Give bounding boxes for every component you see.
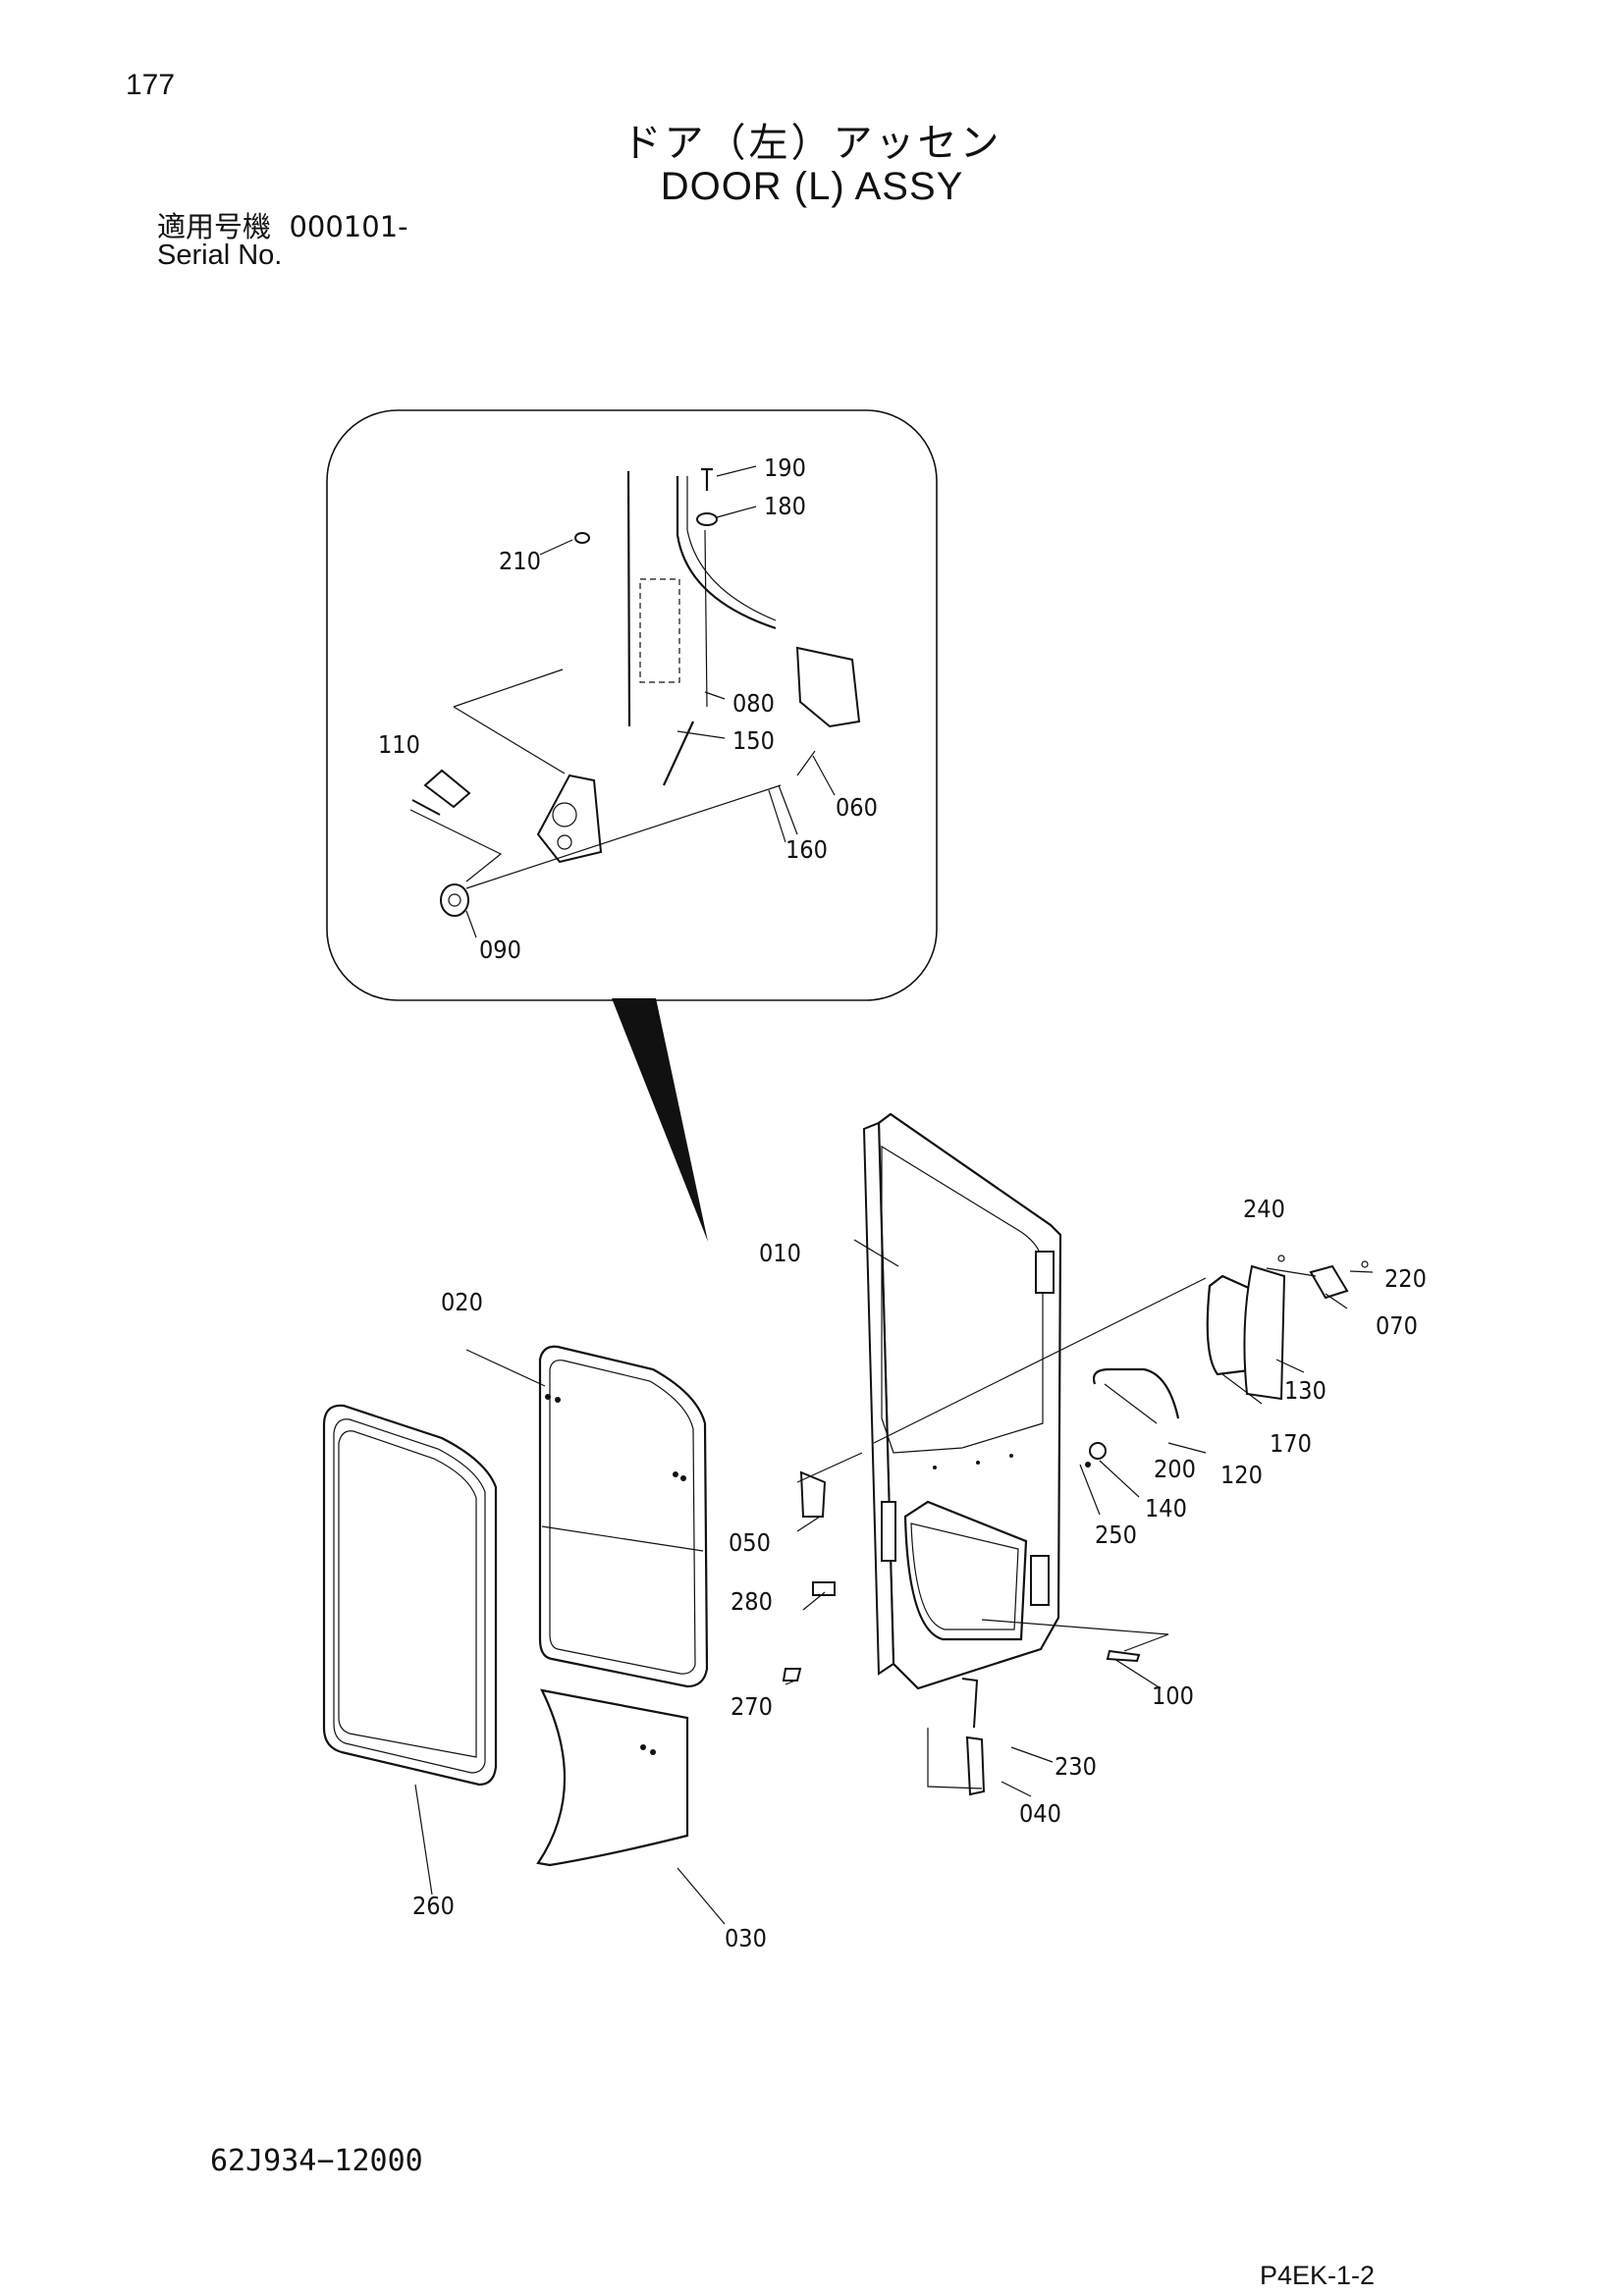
callout-010: 010 [759, 1239, 801, 1267]
serial-label-en: Serial No. [157, 240, 283, 271]
detail-pointer-arrow [612, 998, 708, 1242]
callout-160: 160 [785, 835, 828, 864]
callout-080: 080 [732, 689, 775, 718]
callout-280: 280 [731, 1587, 773, 1616]
callout-220: 220 [1384, 1264, 1427, 1293]
callout-240: 240 [1243, 1195, 1285, 1223]
door-frame [862, 1112, 1062, 1690]
callout-040: 040 [1019, 1799, 1061, 1828]
callout-270: 270 [731, 1692, 773, 1721]
serial-number-line: 適用号機 000101- [157, 204, 408, 245]
callout-070: 070 [1376, 1311, 1418, 1340]
callout-250: 250 [1095, 1521, 1137, 1549]
glass-panel [538, 1345, 709, 1688]
callout-190: 190 [764, 454, 806, 482]
callout-090: 090 [479, 935, 521, 964]
callout-060: 060 [836, 793, 878, 822]
page-number: 177 [126, 69, 176, 101]
title-japanese: ドア（左）アッセン [622, 121, 1002, 166]
main-leader-lines [414, 1239, 1374, 1925]
callout-030: 030 [725, 1924, 767, 1952]
callout-130: 130 [1284, 1376, 1326, 1405]
title-english: DOOR (L) ASSY [660, 165, 964, 208]
callout-120: 120 [1220, 1461, 1263, 1489]
serial-value: 000101- [289, 210, 408, 243]
callout-180: 180 [764, 492, 806, 520]
callout-150: 150 [732, 726, 775, 755]
callout-020: 020 [441, 1288, 483, 1316]
page-reference: P4EK-1-2 [1259, 2261, 1375, 2290]
callout-100: 100 [1152, 1682, 1194, 1710]
callout-050: 050 [729, 1528, 771, 1557]
detail-inset [326, 409, 938, 1242]
callout-110: 110 [378, 730, 420, 759]
serial-label-jp: 適用号機 [157, 210, 272, 243]
callout-170: 170 [1270, 1429, 1312, 1458]
window-seal [322, 1404, 498, 1787]
document-number: 62J934−12000 [210, 2144, 423, 2178]
lower-trim-panel [536, 1688, 689, 1867]
latch-assembly [536, 774, 603, 864]
callout-140: 140 [1145, 1494, 1187, 1522]
callout-200: 200 [1154, 1455, 1196, 1483]
right-side-parts [782, 1255, 1369, 1796]
callout-210: 210 [499, 547, 541, 575]
callout-230: 230 [1055, 1752, 1097, 1781]
callout-260: 260 [412, 1892, 455, 1920]
